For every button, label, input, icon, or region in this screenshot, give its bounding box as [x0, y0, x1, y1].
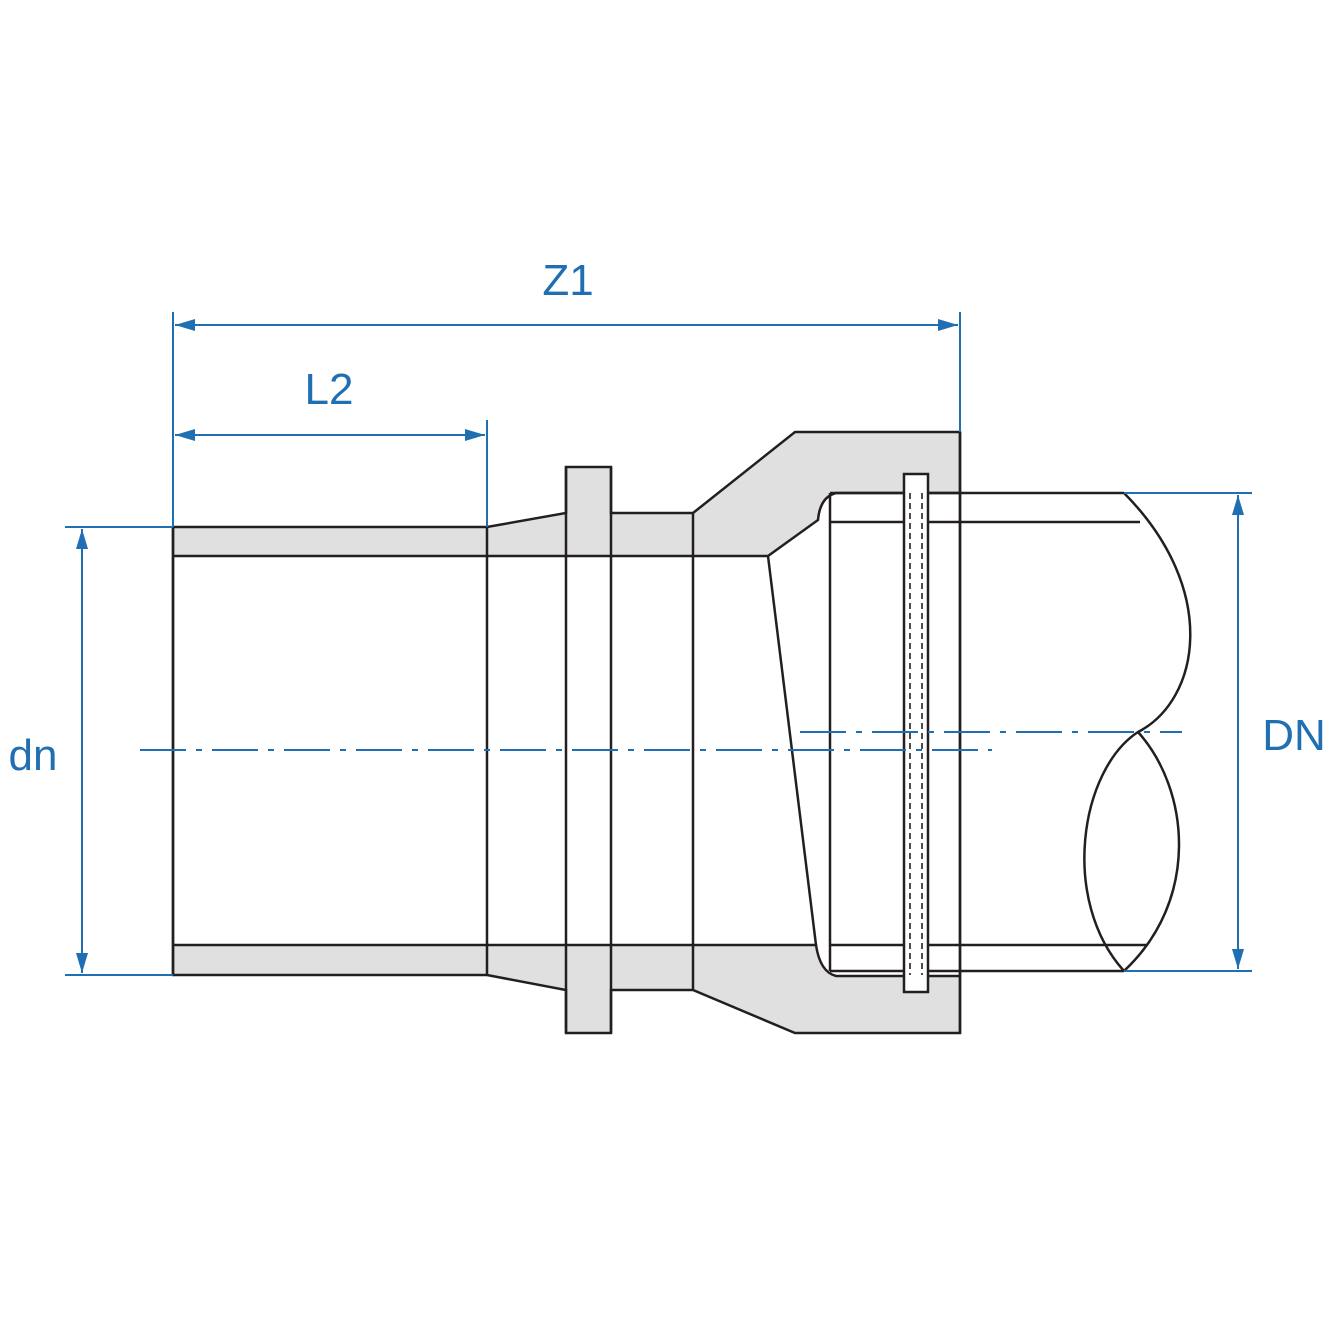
dn-label: dn — [9, 731, 58, 780]
dimension-dn: dn — [9, 526, 173, 976]
dimension-l2: L2 — [175, 365, 488, 527]
dimension-DN: DN — [1124, 492, 1326, 972]
dimension-z1: Z1 — [172, 256, 961, 527]
pipe-break-line — [1083, 492, 1192, 972]
DN-label: DN — [1262, 711, 1326, 760]
z1-label: Z1 — [542, 256, 593, 305]
l2-label: L2 — [305, 365, 354, 414]
